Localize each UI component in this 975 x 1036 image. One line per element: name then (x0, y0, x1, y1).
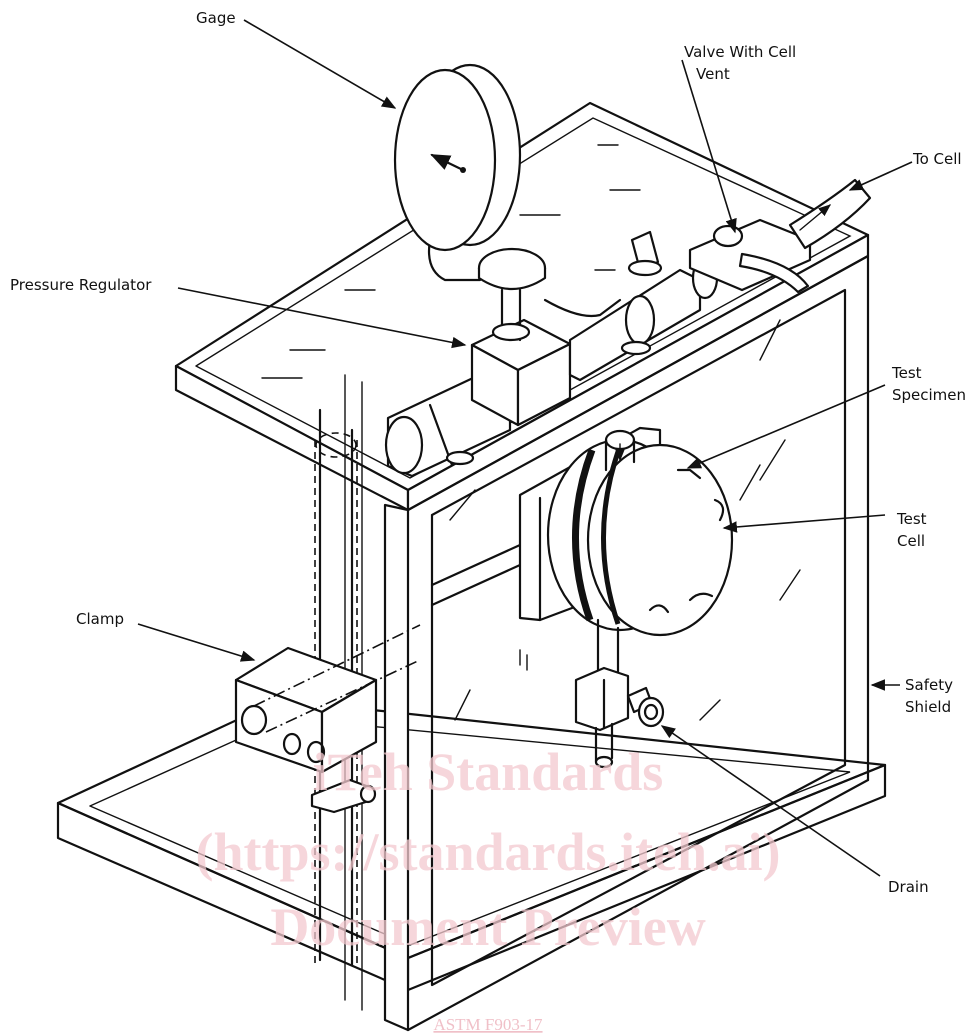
label-gage: Gage (196, 9, 236, 27)
gage-assembly (393, 63, 622, 318)
label-pressure-regulator: Pressure Regulator (10, 276, 152, 294)
label-test-cell-line2: Cell (897, 532, 925, 550)
label-safety-shield-line2: Shield (905, 698, 951, 716)
clamp-block (234, 624, 421, 814)
labels: Gage Valve With Cell Vent To Cell Pressu… (10, 9, 966, 896)
label-drain: Drain (888, 878, 929, 896)
label-valve-line1: Valve With Cell (684, 43, 796, 61)
label-test-specimen-line2: Specimen (892, 386, 966, 404)
callout-arrows (137, 19, 913, 877)
watermark-line2: (https://standards.iteh.ai) (195, 822, 780, 882)
label-test-cell-line1: Test (896, 510, 927, 528)
label-test-specimen-line1: Test (891, 364, 922, 382)
label-to-cell: To Cell (912, 150, 962, 168)
label-valve-line2: Vent (696, 65, 730, 83)
watermark-footer: ASTM F903-17 (433, 1015, 543, 1034)
test-cell (546, 429, 734, 637)
drain-fitting (574, 618, 665, 769)
label-safety-shield-line1: Safety (905, 676, 953, 694)
label-clamp: Clamp (76, 610, 124, 628)
regulator-assembly (384, 178, 872, 478)
watermark-line1: iTeh Standards (313, 742, 664, 802)
top-plate (174, 101, 870, 512)
watermark: iTeh Standards (https://standards.iteh.a… (195, 742, 780, 1034)
watermark-line3: Document Preview (270, 897, 705, 957)
